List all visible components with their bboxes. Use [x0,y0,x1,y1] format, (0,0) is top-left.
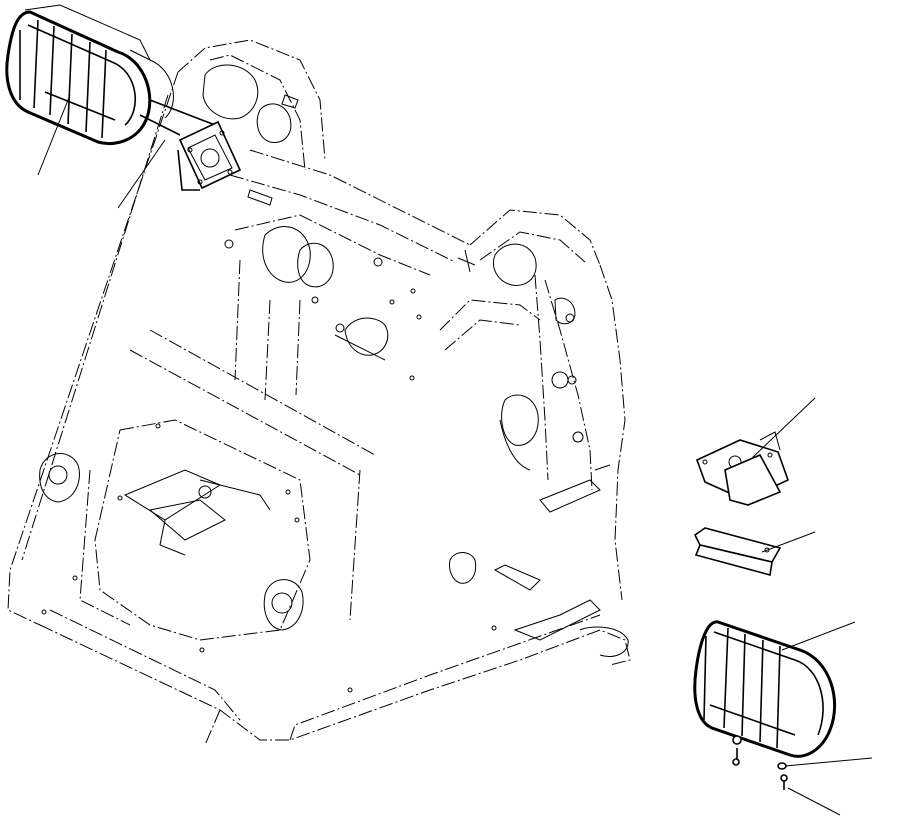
leader-line-2 [117,139,166,209]
washer-and-bolt-parts [732,735,788,790]
lamp-bracket-installed [139,99,242,191]
leader-line-1 [37,94,71,176]
main-frame [7,39,631,746]
leader-line-4 [761,531,816,553]
leader-line-7 [787,787,841,816]
leader-line-6 [784,757,873,767]
leader-line-3 [751,397,816,459]
lamp-guard-installed [5,4,174,146]
lamp-guard-part [693,620,837,758]
leader-line-5 [781,621,856,651]
bracket-plate-part [695,431,789,506]
angle-bracket-part [693,527,782,577]
callout-leaders [37,94,873,816]
